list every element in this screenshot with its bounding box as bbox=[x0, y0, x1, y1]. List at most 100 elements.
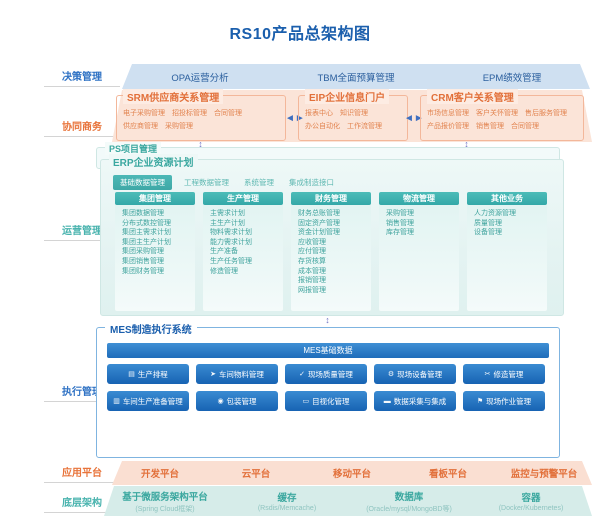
mes-button-label: 目视化管理 bbox=[312, 396, 350, 406]
list-item[interactable]: 质量管理 bbox=[474, 219, 502, 227]
srm-item-3[interactable]: 合同管理 bbox=[214, 110, 242, 117]
list-item[interactable]: 修造管理 bbox=[210, 267, 238, 275]
mes-button-workshop-prepare[interactable]: ▥ 车间生产准备管理 bbox=[107, 391, 189, 411]
erp-tab-basic-data[interactable]: 基础数据管理 bbox=[113, 175, 172, 190]
group-crm-title: CRM客户关系管理 bbox=[427, 89, 518, 104]
crm-item-6[interactable]: 合同管理 bbox=[511, 123, 539, 130]
erp-tab-eng-data[interactable]: 工程数据管理 bbox=[184, 178, 229, 187]
group-crm[interactable]: CRM客户关系管理 市场信息管理 客户关怀管理 售后服务管理 产品报价管理 销售… bbox=[420, 89, 584, 141]
quality-icon: ✓ bbox=[299, 371, 305, 378]
list-item[interactable]: 能力需求计划 bbox=[210, 238, 252, 246]
crm-item-4[interactable]: 产品报价管理 bbox=[427, 123, 469, 130]
list-item[interactable]: 库存管理 bbox=[386, 229, 414, 237]
list-item[interactable]: 集团销售管理 bbox=[122, 257, 164, 265]
material-icon: ➤ bbox=[210, 371, 216, 378]
worksite-icon: ⚑ bbox=[476, 398, 484, 405]
mes-button-workshop-material[interactable]: ➤ 车间物料管理 bbox=[196, 364, 278, 384]
list-item[interactable]: 集团主生产计划 bbox=[122, 238, 171, 246]
erp-tabs: 基础数据管理 工程数据管理 系统管理 集成制造接口 bbox=[113, 175, 337, 190]
crm-item-3[interactable]: 售后服务管理 bbox=[525, 110, 567, 117]
mes-button-worksite-ops[interactable]: ⚑ 现场作业管理 bbox=[463, 391, 545, 411]
list-item[interactable]: 主需求计划 bbox=[210, 210, 245, 217]
list-item[interactable]: 人力资源管理 bbox=[474, 210, 516, 217]
list-item[interactable]: 存货核算 bbox=[298, 257, 326, 265]
erp-column-finance-body: 财务总账管理 固定资产管理 资金计划管理 应收管理 应付管理 存货核算 成本管理… bbox=[291, 205, 371, 311]
list-item[interactable]: 生产任务管理 bbox=[210, 257, 252, 265]
mes-button-site-device[interactable]: ⚙ 现场设备管理 bbox=[374, 364, 456, 384]
eip-item-1[interactable]: 报表中心 bbox=[305, 110, 333, 117]
list-item[interactable]: 网报管理 bbox=[298, 286, 326, 294]
list-item[interactable]: 资金计划管理 bbox=[298, 229, 340, 237]
decision-item-tbm[interactable]: TBM全面预算管理 bbox=[317, 72, 395, 84]
list-item[interactable]: 成本管理 bbox=[298, 267, 326, 275]
decision-item-opa[interactable]: OPA运营分析 bbox=[171, 72, 229, 84]
group-srm-row2: 供应商管理 采购管理 bbox=[123, 121, 280, 131]
list-item[interactable]: 集团数据管理 bbox=[122, 210, 164, 217]
list-item[interactable]: 销售管理 bbox=[386, 219, 414, 227]
crm-item-5[interactable]: 销售管理 bbox=[476, 123, 504, 130]
list-item[interactable]: 应付管理 bbox=[298, 248, 326, 256]
arrow-srm-erp: ↕ bbox=[198, 139, 203, 149]
base-arch-item-database[interactable]: 数据库 (Oracle/mysql/MongoBD等) bbox=[348, 489, 470, 514]
srm-item-4[interactable]: 供应商管理 bbox=[123, 123, 158, 130]
erp-tab-system[interactable]: 系统管理 bbox=[244, 178, 274, 187]
list-item[interactable]: 集团主需求计划 bbox=[122, 229, 171, 237]
mes-button-packaging[interactable]: ◉ 包装管理 bbox=[196, 391, 278, 411]
list-item[interactable]: 财务总账管理 bbox=[298, 210, 340, 217]
list-item[interactable]: 固定资产管理 bbox=[298, 219, 340, 227]
app-platform-item-dev[interactable]: 开发平台 bbox=[140, 469, 179, 480]
list-item[interactable]: 集团财务管理 bbox=[122, 267, 164, 275]
eip-item-2[interactable]: 知识管理 bbox=[340, 110, 368, 117]
app-platform-item-monitor[interactable]: 监控与预警平台 bbox=[510, 469, 578, 480]
eip-item-4[interactable]: 工作流管理 bbox=[347, 123, 382, 130]
ps-project-title: PS项目管理 bbox=[105, 142, 162, 155]
mes-base-data-bar[interactable]: MES基础数据 bbox=[107, 343, 549, 358]
list-item[interactable]: 设备管理 bbox=[474, 229, 502, 237]
erp-column-group-body: 集团数据管理 分布式数控管理 集团主需求计划 集团主生产计划 集团采购管理 集团… bbox=[115, 205, 195, 311]
mes-button-site-quality[interactable]: ✓ 现场质量管理 bbox=[285, 364, 367, 384]
prepare-icon: ▥ bbox=[113, 398, 120, 405]
mes-button-visualization[interactable]: ▭ 目视化管理 bbox=[285, 391, 367, 411]
crm-item-1[interactable]: 市场信息管理 bbox=[427, 110, 469, 117]
srm-item-5[interactable]: 采购管理 bbox=[165, 123, 193, 130]
app-platform-item-mobile[interactable]: 移动平台 bbox=[332, 469, 371, 480]
list-item[interactable]: 报销管理 bbox=[298, 277, 326, 285]
base-arch-item-container[interactable]: 容器 (Docker/Kubernetes) bbox=[470, 490, 592, 512]
list-item[interactable]: 采购管理 bbox=[386, 210, 414, 217]
rail-label-execution: 执行管理 bbox=[44, 383, 120, 402]
list-item[interactable]: 物料需求计划 bbox=[210, 229, 252, 237]
base-arch-item-microservice[interactable]: 基于微服务架构平台 (Spring Cloud框架) bbox=[104, 489, 226, 514]
erp-column-finance-head: 财务管理 bbox=[291, 192, 371, 205]
group-eip-row2: 办公自动化 工作流管理 bbox=[305, 121, 402, 131]
group-srm-row1: 电子采购管理 招投标管理 合同管理 bbox=[123, 108, 280, 118]
eip-item-3[interactable]: 办公自动化 bbox=[305, 123, 340, 130]
srm-item-2[interactable]: 招投标管理 bbox=[172, 110, 207, 117]
list-item[interactable]: 应收管理 bbox=[298, 238, 326, 246]
list-item[interactable]: 主生产计划 bbox=[210, 219, 245, 227]
mes-title: MES制造执行系统 bbox=[105, 321, 197, 336]
srm-item-1[interactable]: 电子采购管理 bbox=[123, 110, 165, 117]
list-item[interactable]: 集团采购管理 bbox=[122, 248, 164, 256]
mes-button-production-scheduling[interactable]: ▤ 生产排程 bbox=[107, 364, 189, 384]
decision-layer-band: OPA运营分析 TBM全面预算管理 EPM绩效管理 bbox=[122, 64, 590, 89]
decision-item-epm[interactable]: EPM绩效管理 bbox=[482, 72, 542, 84]
erp-tab-integration[interactable]: 集成制造接口 bbox=[289, 178, 334, 187]
erp-title: ERP企业资源计划 bbox=[109, 154, 198, 169]
app-platform-item-cloud[interactable]: 云平台 bbox=[241, 469, 271, 480]
base-arch-item-cache[interactable]: 缓存 (Rsdis/Memcache) bbox=[226, 490, 348, 512]
base-arch-sub: (Spring Cloud框架) bbox=[135, 505, 195, 513]
erp-column-logistics: 物流管理 采购管理 销售管理 库存管理 bbox=[379, 192, 459, 311]
erp-column-production: 生产管理 主需求计划 主生产计划 物料需求计划 能力需求计划 生产准备 生产任务… bbox=[203, 192, 283, 311]
list-item[interactable]: 分布式数控管理 bbox=[122, 219, 171, 227]
app-platform-item-kanban[interactable]: 看板平台 bbox=[428, 469, 467, 480]
rail-label-base-arch: 底层架构 bbox=[44, 494, 120, 513]
erp-column-production-body: 主需求计划 主生产计划 物料需求计划 能力需求计划 生产准备 生产任务管理 修造… bbox=[203, 205, 283, 311]
group-eip[interactable]: EIP企业信息门户 报表中心 知识管理 办公自动化 工作流管理 bbox=[298, 89, 408, 141]
mes-button-data-collection[interactable]: ▬ 数据采集与集成 bbox=[374, 391, 456, 411]
crm-item-2[interactable]: 客户关怀管理 bbox=[476, 110, 518, 117]
list-item[interactable]: 生产准备 bbox=[210, 248, 238, 256]
group-srm[interactable]: SRM供应商关系管理 电子采购管理 招投标管理 合同管理 供应商管理 采购管理 bbox=[116, 89, 286, 141]
mes-button-repair[interactable]: ✂ 修造管理 bbox=[463, 364, 545, 384]
rail-label-decision: 决策管理 bbox=[44, 68, 120, 87]
